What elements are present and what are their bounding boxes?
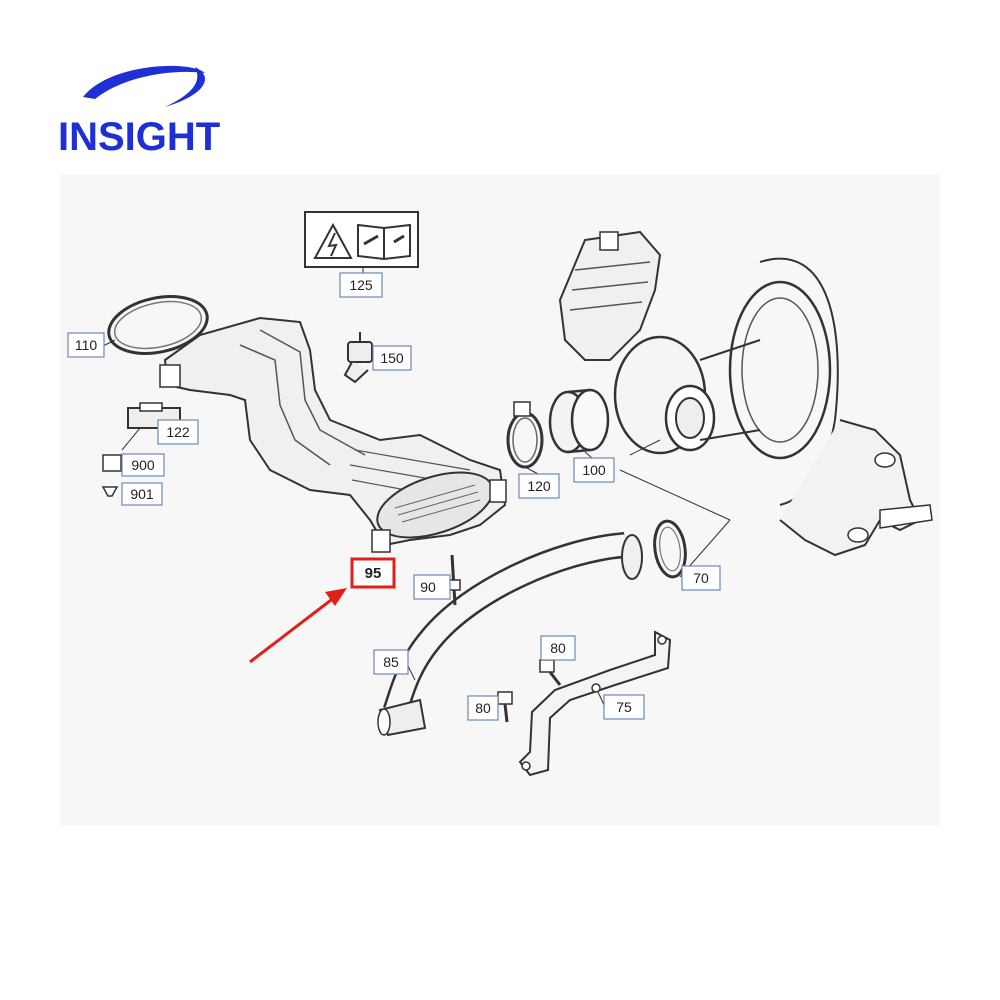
callout-122-text: 122: [166, 424, 190, 440]
o-ring-70: [653, 519, 687, 579]
callout-70: 70: [681, 565, 721, 591]
connector-901: [101, 486, 119, 497]
callout-90-text: 90: [420, 579, 436, 595]
callout-150-text: 150: [380, 350, 404, 366]
callout-90: 90: [413, 574, 451, 600]
callout-100-text: 100: [582, 462, 606, 478]
wrench-icon: [363, 234, 405, 246]
callout-125-text: 125: [349, 277, 373, 293]
callout-80-upper-text: 80: [550, 640, 566, 656]
callout-70-text: 70: [693, 570, 709, 586]
callout-80-lower: 80: [467, 695, 499, 721]
brand-name: INSIGHT: [58, 115, 221, 159]
manual-book-icon: [357, 223, 411, 261]
callout-80-lower-text: 80: [475, 700, 491, 716]
lightning-icon: [313, 222, 353, 259]
callout-120-text: 120: [527, 478, 551, 494]
callout-122: 122: [157, 419, 199, 445]
callout-125: 125: [339, 272, 383, 298]
pipe-85: [377, 532, 643, 737]
seal-ring-110: [107, 295, 209, 355]
callout-150: 150: [372, 345, 412, 371]
callout-900: 900: [121, 453, 165, 477]
sensor-150: [343, 332, 373, 384]
bolt-80-lower: [497, 691, 513, 723]
callout-75: 75: [603, 694, 645, 720]
sleeve-100: [548, 388, 610, 454]
callout-95-highlighted: 95: [350, 557, 396, 589]
callout-75-text: 75: [616, 699, 632, 715]
callout-901-text: 901: [130, 486, 154, 502]
callout-85-text: 85: [383, 654, 399, 670]
callout-110-text: 110: [75, 337, 98, 353]
callout-80-upper: 80: [540, 635, 576, 661]
brand-logo: INSIGHT: [55, 55, 245, 165]
callout-95-text: 95: [365, 565, 382, 582]
logo-swoosh-icon: [83, 65, 205, 107]
callout-120: 120: [518, 473, 560, 499]
warning-label-icon: [304, 211, 419, 268]
callout-901: 901: [121, 482, 163, 506]
arrow-pointer-icon: [249, 588, 347, 664]
turbocharger: [558, 230, 933, 557]
bracket-75: [518, 630, 672, 777]
bolt-80-upper: [539, 659, 562, 686]
callout-110: 110: [67, 332, 105, 358]
connector-900: [102, 454, 122, 472]
clamp-120: [506, 401, 544, 469]
callout-100: 100: [573, 457, 615, 483]
air-intake-duct-95: [159, 316, 507, 553]
callout-900-text: 900: [131, 457, 155, 473]
callout-85: 85: [373, 649, 409, 675]
